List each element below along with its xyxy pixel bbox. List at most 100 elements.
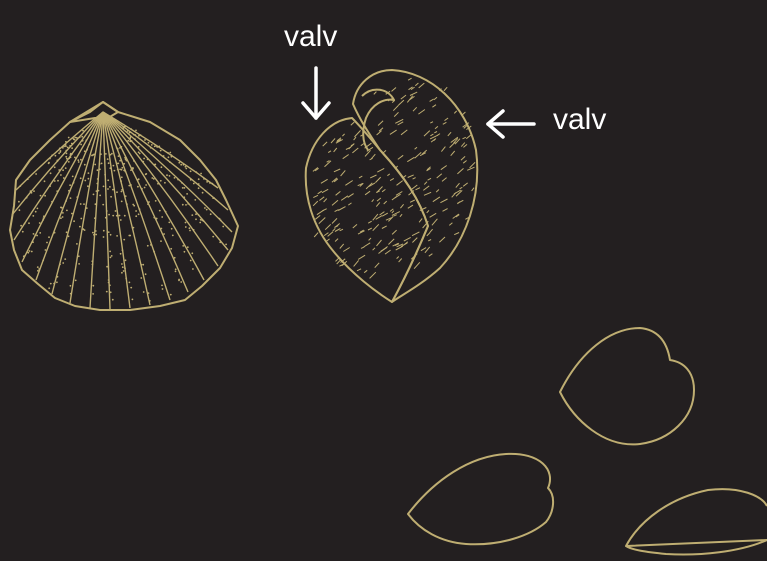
texture-dot (182, 245, 184, 247)
texture-stroke (463, 183, 468, 186)
texture-stroke (335, 210, 339, 212)
texture-dot (153, 217, 155, 219)
texture-dot (129, 138, 131, 140)
texture-dot (143, 291, 145, 293)
texture-stroke (401, 95, 406, 99)
texture-dot (105, 153, 107, 155)
texture-dot (36, 235, 38, 237)
texture-dot (161, 285, 163, 287)
texture-stroke (456, 183, 460, 187)
texture-dot (198, 214, 200, 216)
texture-stroke (397, 181, 403, 186)
texture-stroke (436, 190, 439, 193)
texture-dot (96, 183, 98, 185)
texture-dot (171, 156, 173, 158)
texture-stroke (408, 78, 412, 80)
texture-dot (161, 216, 163, 218)
texture-dot (174, 257, 176, 259)
texture-stroke (460, 187, 463, 189)
texture-dot (35, 173, 37, 175)
texture-dot (30, 190, 32, 192)
texture-stroke (382, 213, 388, 216)
texture-dot (187, 203, 189, 205)
texture-dot (92, 285, 94, 287)
texture-dot (68, 137, 70, 139)
texture-dot (147, 158, 149, 160)
texture-stroke (324, 233, 328, 236)
texture-dot (103, 236, 105, 238)
texture-stroke (427, 210, 429, 213)
texture-dot (220, 219, 222, 221)
texture-dot (18, 201, 20, 203)
texture-dot (127, 140, 129, 142)
texture-dot (79, 136, 81, 138)
heart-shell-hinge-line (362, 90, 394, 150)
texture-dot (80, 218, 82, 220)
texture-stroke (381, 248, 387, 252)
texture-stroke (441, 147, 445, 152)
texture-stroke (401, 130, 407, 135)
shell-outline-lower-left (408, 454, 553, 544)
texture-dot (55, 155, 57, 157)
texture-dot (157, 183, 159, 185)
texture-dot (70, 153, 72, 155)
texture-dot (163, 155, 165, 157)
texture-stroke (435, 126, 438, 128)
texture-stroke (424, 182, 427, 185)
texture-stroke (421, 248, 426, 251)
texture-dot (65, 167, 67, 169)
texture-dot (71, 213, 73, 215)
texture-dot (65, 145, 67, 147)
texture-stroke (472, 188, 475, 191)
texture-dot (105, 217, 107, 219)
texture-dot (150, 147, 152, 149)
texture-dot (69, 184, 71, 186)
texture-dot (88, 178, 90, 180)
texture-dot (69, 145, 71, 147)
texture-stroke (393, 105, 398, 110)
texture-dot (121, 146, 123, 148)
texture-dot (149, 300, 151, 302)
texture-stroke (449, 223, 452, 226)
texture-dot (125, 195, 127, 197)
texture-dot (212, 183, 214, 185)
texture-dot (108, 282, 110, 284)
texture-dot (101, 163, 103, 165)
texture-dot (161, 166, 163, 168)
texture-dot (26, 197, 28, 199)
texture-dot (131, 140, 133, 142)
texture-dot (137, 186, 139, 188)
texture-dot (93, 234, 95, 236)
texture-dot (48, 236, 50, 238)
texture-dot (132, 167, 134, 169)
texture-dot (103, 186, 105, 188)
texture-dot (116, 235, 118, 237)
texture-dot (42, 260, 44, 262)
texture-dot (119, 147, 121, 149)
texture-stroke (443, 209, 448, 212)
texture-stroke (361, 247, 364, 249)
texture-dot (203, 220, 205, 222)
shell-outline-upper (560, 328, 694, 444)
texture-dot (116, 191, 118, 193)
texture-dot (175, 271, 177, 273)
texture-dot (107, 188, 109, 190)
texture-dot (133, 160, 135, 162)
arrow-down-icon (303, 68, 329, 118)
texture-dot (103, 230, 105, 232)
texture-dot (154, 146, 156, 148)
texture-dot (122, 127, 124, 129)
texture-dot (121, 272, 123, 274)
texture-stroke (373, 224, 379, 230)
texture-dot (99, 168, 101, 170)
texture-dot (189, 227, 191, 229)
texture-dot (111, 255, 113, 257)
texture-stroke (368, 221, 372, 223)
texture-dot (53, 283, 55, 285)
texture-stroke (424, 131, 430, 137)
texture-stroke (345, 181, 352, 186)
texture-dot (62, 147, 64, 149)
rib-line (16, 112, 103, 190)
texture-dot (135, 215, 137, 217)
